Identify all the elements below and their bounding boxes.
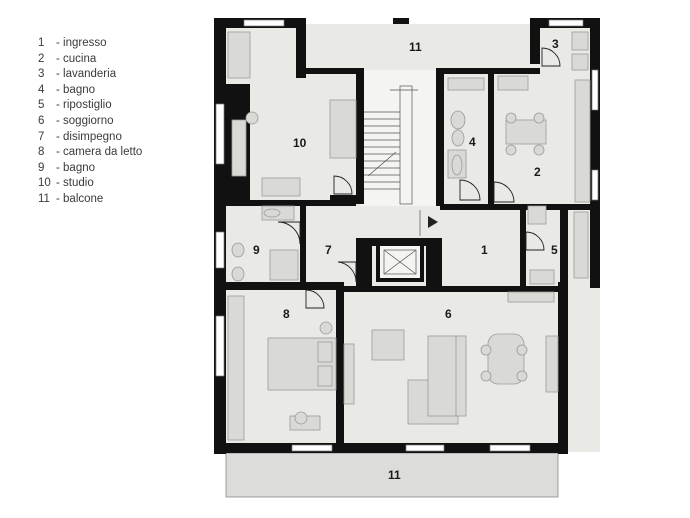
studio-desk [261,177,301,197]
room-label-6: 6 [445,307,452,321]
sofa [427,335,459,417]
studio-lamp [245,111,259,125]
kitchen-table [505,119,547,145]
legend-number: 1 [38,37,45,49]
legend-label: - bagno [56,161,96,174]
legend-label: - bagno [56,83,96,96]
room-label-2: 2 [534,165,541,179]
legend-label: - lavanderia [56,68,117,81]
doors [277,47,561,309]
furniture [227,31,591,441]
studio-cabinet [227,31,251,79]
legend-number: 3 [38,68,45,81]
legend-label: - camera da letto [56,146,143,159]
legend-item: 5 - ripostiglio [38,98,142,114]
studio-shelf [231,119,247,177]
legend-number: 5 [38,99,45,112]
room-label-1: 1 [481,243,488,257]
legend-item: 10 - studio [38,176,142,192]
windows [215,19,599,452]
legend-item: 1 - ingresso [38,36,142,52]
legend-number: 11 [38,192,50,205]
legend-label: - disimpegno [56,130,122,143]
room-label-5: 5 [551,243,558,257]
legend-label: - soggiorno [56,114,114,127]
room-label-10: 10 [293,136,307,150]
balcony-bottom [226,453,558,497]
legend-label: - ingresso [56,37,107,49]
legend-item: 2 - cucina [38,52,142,68]
legend-number: 6 [38,114,45,127]
legend-item: 8 - camera da letto [38,145,142,161]
wardrobe [227,295,245,441]
legend-label: - studio [56,177,94,190]
stairwell [360,70,436,206]
legend-label: - cucina [56,52,97,65]
legend-number: 7 [38,130,45,143]
legend-number: 9 [38,161,45,174]
kitchen-unit [497,75,529,91]
legend-item: 4 - bagno [38,83,142,99]
dining-table [487,333,525,385]
room-label-11-top: 11 [409,40,422,54]
room-label-11-bottom: 11 [388,468,401,482]
room-label-3: 3 [552,37,559,51]
legend-number: 4 [38,83,45,96]
legend-item: 7 - disimpegno [38,130,142,146]
legend-item: 9 - bagno [38,161,142,177]
studio-sofa [329,99,357,159]
legend-item: 11 - balcone [38,192,142,208]
legend-label: - ripostiglio [56,99,112,112]
room-label-9: 9 [253,243,260,257]
legend-number: 10 [38,177,51,190]
room-label-4: 4 [469,135,476,149]
legend-label: - balcone [56,192,104,205]
room-label-8: 8 [283,307,290,321]
kitchen-counter [574,79,591,203]
coffee-table [371,329,405,361]
elevator [376,242,424,282]
legend: 1 - ingresso 2 - cucina 3 - lavanderia 4 - b… [38,36,142,208]
legend-item: 6 - soggiorno [38,114,142,130]
legend-number: 2 [38,52,45,65]
legend-number: 8 [38,146,45,159]
stairs [364,85,418,205]
room-label-7: 7 [325,243,332,257]
legend-item: 3 - lavanderia [38,67,142,83]
entry-arrow-icon [428,216,438,228]
